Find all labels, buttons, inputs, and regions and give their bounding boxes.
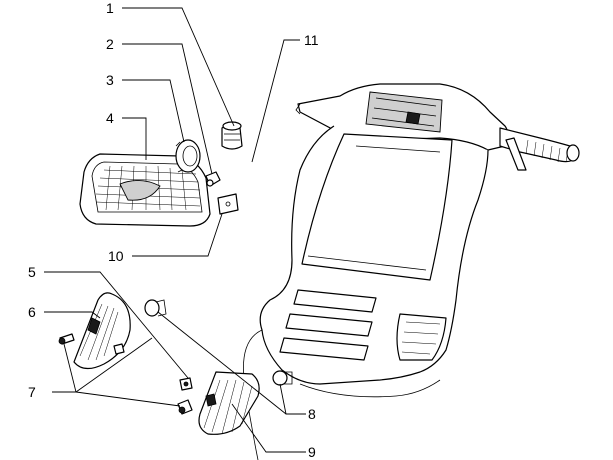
callout-8: 8: [308, 406, 316, 422]
callout-9: 9: [308, 444, 316, 460]
callout-10: 10: [108, 248, 124, 264]
headlamp-assembly: [79, 153, 211, 227]
callout-5: 5: [28, 264, 36, 280]
scooter-front-shield: [243, 83, 580, 460]
bulb-holder-right: [272, 370, 293, 386]
indicator-nut-left: [113, 343, 125, 355]
right-indicator: [198, 371, 260, 435]
callout-6: 6: [28, 304, 36, 320]
callout-7: 7: [28, 384, 36, 400]
headlamp-bulb: [221, 121, 243, 150]
bulb-holder-left: [144, 299, 167, 317]
callout-labels: 1 2 3 4 5 6 7 8 9 10 11: [28, 0, 319, 460]
parking-bulb: [205, 171, 221, 187]
indicator-screw-left: [58, 333, 75, 345]
callout-4: 4: [106, 110, 114, 126]
callout-2: 2: [106, 36, 114, 52]
screw-7-lower: [177, 399, 193, 415]
callout-1: 1: [106, 0, 114, 16]
left-indicator: [73, 292, 131, 370]
nut-5: [179, 377, 193, 391]
lamp-socket-ring: [175, 139, 201, 173]
leader-lines: [44, 7, 306, 453]
callout-3: 3: [106, 72, 114, 88]
callout-11: 11: [304, 32, 319, 48]
mounting-bracket: [217, 193, 239, 215]
